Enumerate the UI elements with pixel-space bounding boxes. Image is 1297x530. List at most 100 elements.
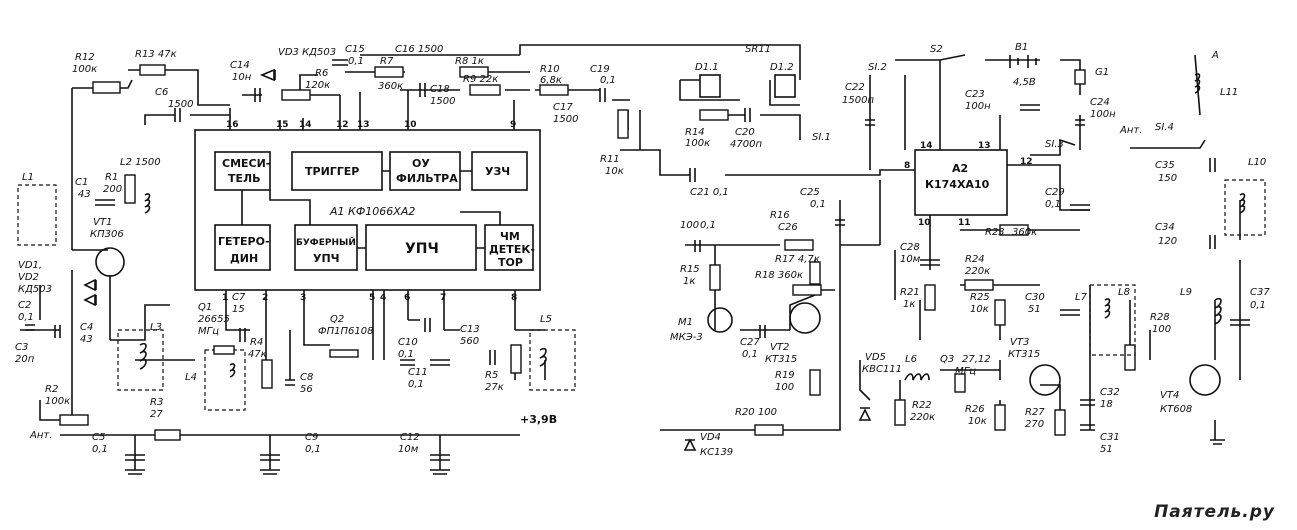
resistor-r9 (469, 84, 501, 96)
resistor-r17 (809, 261, 821, 285)
label-c14: C14 (230, 60, 250, 71)
block-lo-line2: ДИН (230, 252, 258, 265)
crystal-q1 (213, 345, 235, 355)
label-d11: D1.1 (695, 62, 719, 73)
label-c1-val: 43 (78, 189, 91, 200)
speaker-g1 (1074, 69, 1086, 85)
resistor-r21 (924, 284, 936, 311)
label-r10: R10 (540, 64, 560, 75)
label-r5-val: 27к (485, 382, 504, 393)
ic-pin-3: 3 (300, 293, 306, 303)
label-r17: R17 4,7к (775, 254, 820, 265)
ic-pin-12: 12 (336, 120, 349, 130)
resistor-r16 (784, 239, 814, 251)
resistor-r19 (809, 369, 821, 396)
ic-pin-8: 8 (511, 293, 517, 303)
label-s13: SI.3 (1045, 139, 1064, 150)
block-trigger-label: ТРИГГЕР (305, 165, 359, 178)
label-r28: R28 (1150, 312, 1170, 323)
resistor-r4 (261, 359, 273, 389)
label-c9: C9 (305, 432, 318, 443)
label-r16-val: C26 (778, 222, 798, 233)
label-c11: C11 (408, 367, 428, 378)
ic-pin-5: 5 (369, 293, 375, 303)
crystal-q2 (329, 349, 359, 358)
label-c18: C18 (430, 84, 450, 95)
ic-pin-15: 15 (276, 120, 289, 130)
transistor-vt2 (789, 302, 821, 334)
label-vt1: VT1 (93, 217, 112, 228)
label-vd2: VD2 (18, 272, 39, 283)
label-c12-val: 10м (398, 444, 419, 455)
label-c10-val: 0,1 (398, 349, 414, 360)
label-ant-right: Ант. (1119, 125, 1142, 136)
ic-pin-9: 9 (510, 120, 516, 130)
label-c10: C10 (398, 337, 418, 348)
ground-symbols (125, 439, 1225, 475)
label-sr11: SR11 (745, 44, 771, 55)
label-c15-val: 0,1 (348, 56, 364, 67)
label-c4-val: 43 (80, 334, 93, 345)
a2-pin-10: 10 (918, 218, 931, 228)
resistor-r7 (374, 66, 404, 78)
label-m1-type: МКЭ-3 (670, 332, 703, 343)
label-b1: B1 (1015, 42, 1028, 53)
label-r9: R9 22к (463, 74, 498, 85)
microphone-m1 (707, 307, 733, 333)
label-r12: R12 (75, 52, 95, 63)
label-c28-val: 10м (900, 254, 921, 265)
label-r1-val: 200 (103, 184, 122, 195)
label-l5: L5 (540, 314, 552, 325)
shield-l1 (17, 184, 57, 246)
label-c25-val: 0,1 (810, 199, 826, 210)
label-q1-freq: 26655 (198, 314, 230, 325)
label-c7: C7 (232, 292, 246, 303)
label-c7-val: 15 (232, 304, 245, 315)
label-c30-val: 51 (1028, 304, 1041, 315)
label-l4: L4 (185, 372, 197, 383)
label-c32: C32 (1100, 387, 1120, 398)
ic-a2-outline (914, 149, 1008, 216)
label-c24-val: 100н (1090, 109, 1116, 120)
diodes (83, 68, 872, 451)
battery-b1 (1009, 55, 1037, 68)
label-r1: R1 (105, 172, 118, 183)
label-q3-freq: 27,12 (962, 354, 991, 365)
component-labels: R12 100к R13 47к C6 1500 C14 10н VD3 КД5… (15, 42, 1270, 458)
label-c16: C16 1500 (395, 44, 443, 55)
label-l3: L3 (150, 322, 162, 333)
label-c4: C4 (80, 322, 93, 333)
label-c13-val: 560 (460, 336, 479, 347)
label-c2-val: 0,1 (18, 312, 34, 323)
ic-internal-links (241, 170, 501, 249)
shield-l5 (529, 329, 576, 391)
label-c27-val: 0,1 (742, 349, 758, 360)
label-r23-val: 360к (1012, 227, 1037, 238)
label-vt4: VT4 (1160, 390, 1179, 401)
ic-pin-10: 10 (404, 120, 417, 130)
resistor-r25 (994, 299, 1006, 326)
resistor-r5 (510, 344, 522, 374)
label-r19-val: 100 (775, 382, 794, 393)
label-c9-val: 0,1 (305, 444, 321, 455)
block-det-line2: ДЕТЕК- (489, 243, 535, 256)
label-r21: R21 (900, 287, 920, 298)
label-c28: C28 (900, 242, 920, 253)
label-r20: R20 100 (735, 407, 777, 418)
shield-l3 (117, 329, 164, 391)
transistor-vt1 (95, 247, 125, 277)
label-c29-val: 0,1 (1045, 199, 1061, 210)
label-b1-val: 4,5В (1013, 77, 1036, 88)
label-s11: SI.1 (812, 132, 831, 143)
resistor-r1 (124, 174, 136, 204)
label-vd4: VD4 (700, 432, 721, 443)
label-c21: C21 0,1 (690, 187, 729, 198)
resistor-r10 (539, 84, 569, 96)
label-r25-val: 10к (970, 304, 989, 315)
label-d12: D1.2 (770, 62, 794, 73)
label-g1: G1 (1095, 67, 1109, 78)
label-c1: C1 (75, 177, 88, 188)
label-c6: C6 (155, 87, 168, 98)
label-c26: 100 (680, 220, 699, 231)
shield-l4 (204, 349, 246, 411)
